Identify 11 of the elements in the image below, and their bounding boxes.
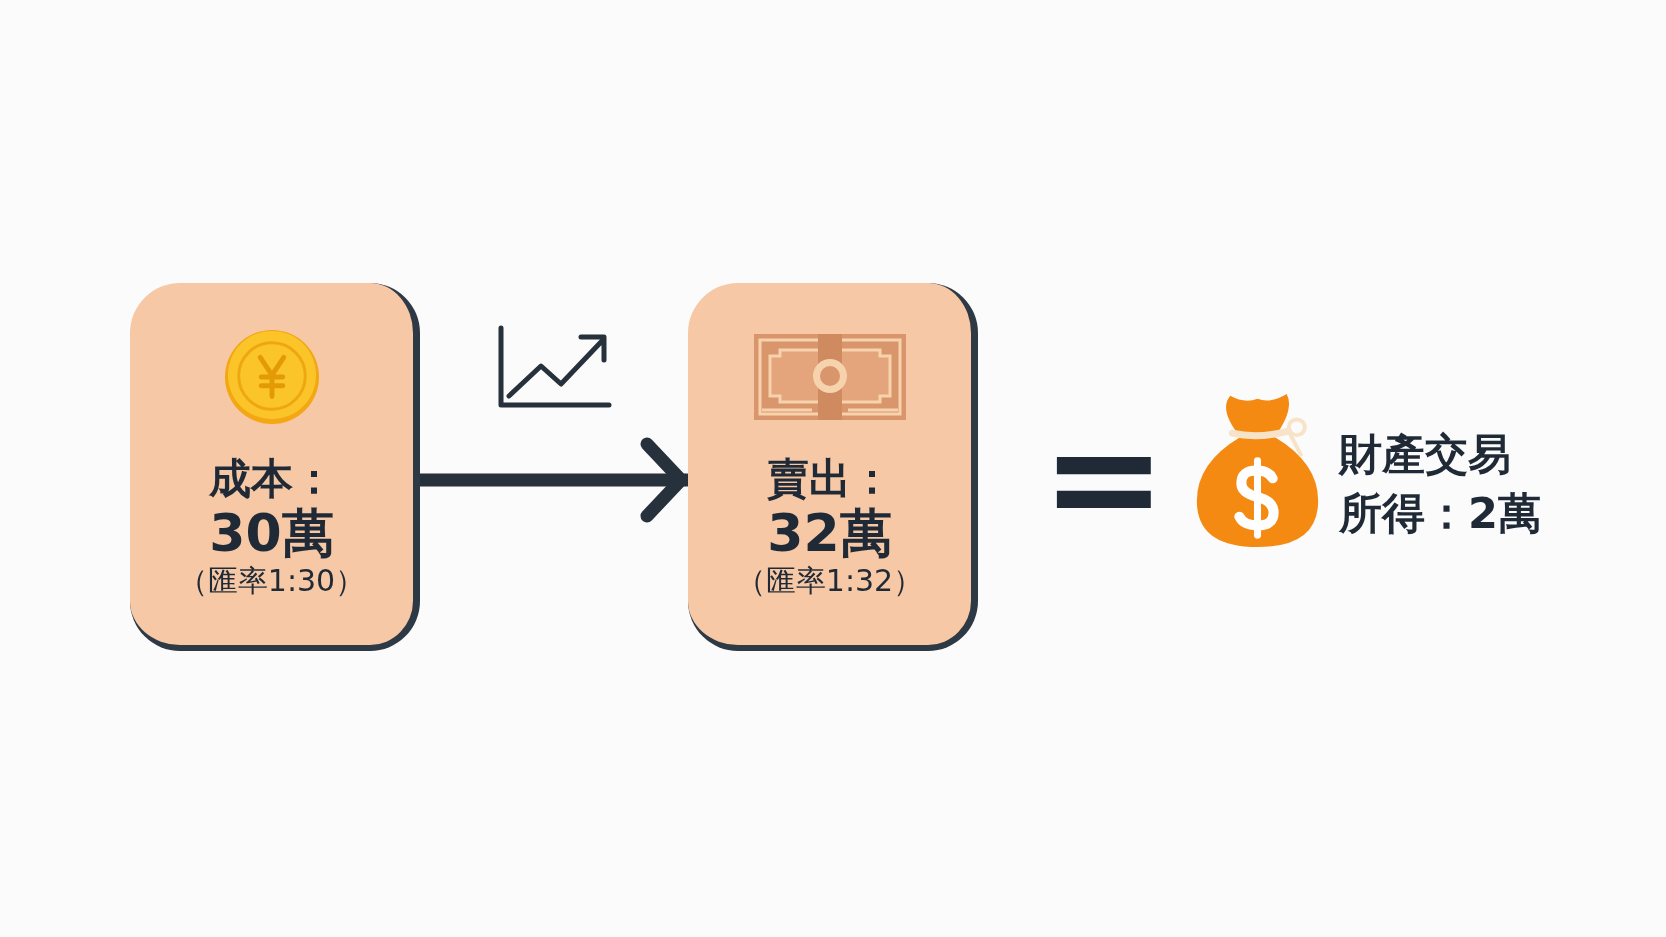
arrow: [420, 437, 688, 523]
heading-text: 成本：: [208, 454, 335, 504]
exchange-rate-text: （匯率1:32）: [735, 562, 924, 600]
amount-text: 30萬: [209, 504, 334, 562]
equals-sign: =: [1041, 441, 1167, 516]
amount-text: 32萬: [767, 504, 892, 562]
value-card: [130, 283, 420, 651]
exchange-rate-text: （匯率1:30）: [177, 562, 366, 600]
result-text: 財產交易所得：2萬: [1339, 428, 1542, 540]
value-card: [688, 283, 978, 651]
heading-text: 賣出：: [766, 454, 893, 504]
